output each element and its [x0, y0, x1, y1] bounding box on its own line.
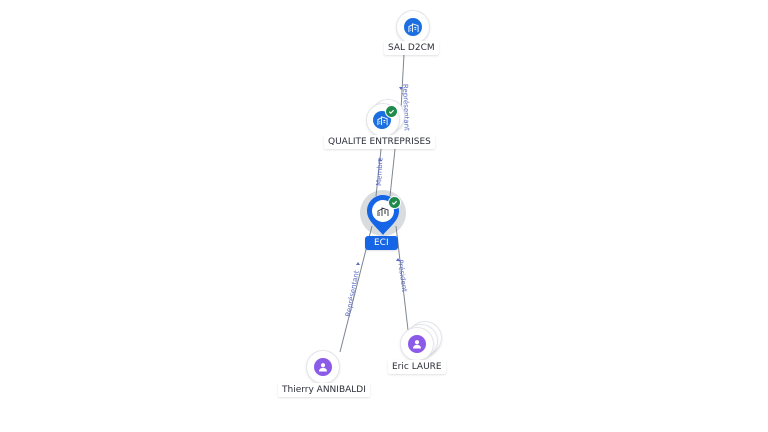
edge-arrow-qualite-sal [399, 87, 403, 90]
person-icon [413, 340, 421, 349]
edge-label-eci-qualite: Membre [375, 157, 384, 186]
node-label-selected: ECI [365, 236, 398, 250]
node-label: SAL D2CM [384, 41, 439, 55]
edge-label-eric-eci: Président [396, 259, 409, 293]
edge-arrow-eci-qualite [378, 158, 382, 161]
edge-eric-eci[interactable] [395, 225, 409, 331]
check-icon [391, 200, 398, 205]
verified-badge [388, 196, 401, 209]
node-label: QUALITE ENTREPRISES [324, 135, 435, 149]
node-label: Eric LAURE [388, 360, 446, 374]
edge-qualite-sal[interactable] [400, 53, 405, 111]
edge-eci-qualite-second[interactable] [375, 139, 383, 197]
building-icon [376, 115, 388, 125]
edge-label-qualite-sal: Représentant [401, 84, 411, 131]
edge-arrow-eric-eci [396, 258, 400, 261]
edge-eci-qualite[interactable] [389, 139, 397, 197]
person-icon [319, 363, 327, 372]
edge-arrow-thierry-eci [356, 262, 360, 265]
check-icon [388, 109, 395, 114]
edge-label-thierry-eci: Représentant [344, 270, 361, 318]
building-icon [407, 22, 419, 32]
node-disc-person [408, 335, 426, 353]
node-disc-person [314, 358, 332, 376]
verified-badge [385, 105, 398, 118]
node-label: Thierry ANNIBALDI [278, 383, 370, 397]
node-disc-company [404, 18, 422, 36]
